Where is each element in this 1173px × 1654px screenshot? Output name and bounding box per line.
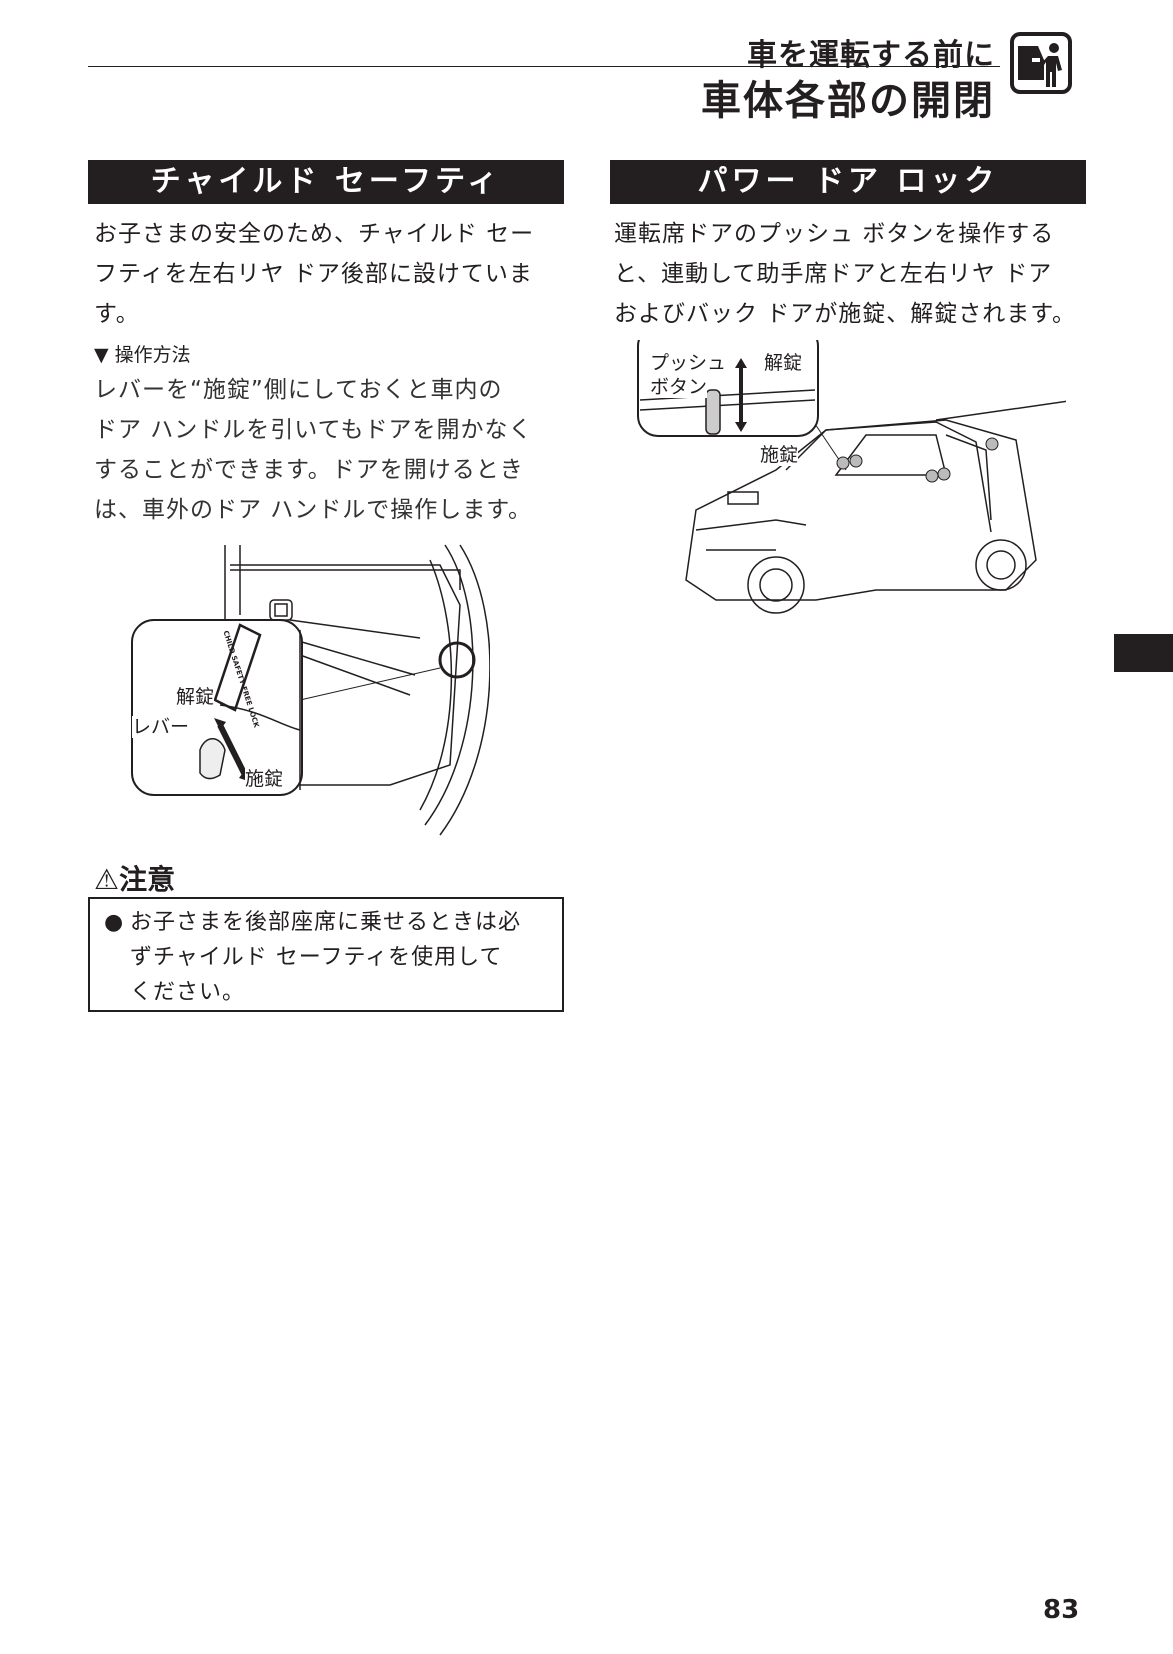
child-safety-intro: お子さまの安全のため、チャイルド セー フティを左右リヤ ドア後部に設けていま …	[94, 214, 534, 334]
label-lock: 施錠	[245, 768, 284, 790]
label-unlock-right: 解錠	[764, 352, 803, 374]
text-line: およびバック ドアが施錠、解錠されます。	[614, 301, 1077, 327]
chapter-tab	[1114, 634, 1173, 672]
child-safety-instructions: レバーを“施錠”側にしておくと車内の ドア ハンドルを引いてもドアを開かなく す…	[94, 370, 532, 530]
caution-item: ● お子さまを後部座席に乗せるときは必 ずチャイルド セーフティを使用して くだ…	[104, 905, 552, 1010]
text-line: す。	[94, 301, 140, 327]
text-line: お子さまを後部座席に乗せるときは必	[130, 910, 522, 935]
text-line: お子さまの安全のため、チャイルド セー	[94, 221, 535, 247]
rear-door-illustration	[131, 544, 490, 836]
header-title: 車体各部の開閉	[701, 78, 995, 124]
text-line: ください。	[130, 980, 246, 1005]
label-push-button-1: プッシュ	[650, 352, 727, 374]
label-lock-right: 施錠	[760, 444, 799, 466]
child-safety-heading: チャイルド セーフティ	[88, 160, 564, 204]
text-line: は、車外のドア ハンドルで操作します。	[94, 497, 533, 523]
text-line: 運転席ドアのプッシュ ボタンを操作する	[614, 221, 1055, 247]
warning-triangle-icon: ⚠	[94, 863, 120, 896]
bullet-icon: ●	[104, 910, 125, 935]
caution-title: 注意	[119, 863, 176, 896]
caution-box: ● お子さまを後部座席に乗せるときは必 ずチャイルド セーフティを使用して くだ…	[88, 897, 564, 1012]
subheading-text: 操作方法	[114, 344, 191, 366]
label-lever: レバー	[132, 716, 190, 738]
power-door-lock-heading: パワー ドア ロック	[610, 160, 1086, 204]
caution-heading: ⚠注意	[94, 858, 175, 898]
text-line: レバーを“施錠”側にしておくと車内の	[94, 377, 503, 403]
text-line: フティを左右リヤ ドア後部に設けていま	[94, 261, 533, 287]
page-number: 83	[1043, 1595, 1080, 1625]
power-door-lock-text: 運転席ドアのプッシュ ボタンを操作する と、連動して助手席ドアと左右リヤ ドア …	[614, 214, 1076, 334]
text-line: することができます。ドアを開けるとき	[94, 457, 524, 483]
label-push-button-2: ボタン	[650, 376, 708, 398]
label-unlock: 解錠	[176, 686, 215, 708]
text-line: と、連動して助手席ドアと左右リヤ ドア	[614, 261, 1053, 287]
operation-subheading: ▼ 操作方法	[94, 340, 191, 367]
text-line: ドア ハンドルを引いてもドアを開かなく	[94, 417, 533, 443]
triangle-icon: ▼	[94, 344, 115, 366]
header-rule	[88, 66, 1000, 67]
header-section: 車を運転する前に	[747, 38, 995, 73]
text-line: ずチャイルド セーフティを使用して	[130, 945, 503, 970]
door-person-icon	[1010, 32, 1072, 94]
